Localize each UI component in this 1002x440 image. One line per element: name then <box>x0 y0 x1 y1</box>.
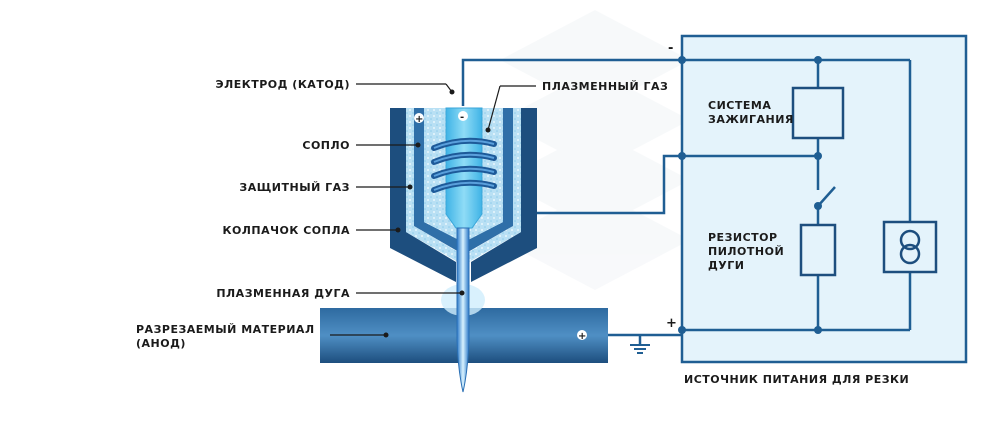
plasma-arc <box>456 227 470 393</box>
label-ignition-line2: ЗАЖИГАНИЯ <box>708 113 794 126</box>
ignition-system-box <box>791 86 845 140</box>
electrode-minus-sign: - <box>460 112 464 123</box>
label-shield-gas: ЗАЩИТНЫЙ ГАЗ <box>239 181 350 194</box>
workpiece-plus-sign: + <box>578 331 586 342</box>
label-power-source: ИСТОЧНИК ПИТАНИЯ ДЛЯ РЕЗКИ <box>684 373 909 386</box>
label-resistor-line1: РЕЗИСТОР <box>708 231 778 244</box>
background-watermark <box>500 10 690 290</box>
electrode-minus-badge <box>458 111 468 121</box>
label-plasma-gas: ПЛАЗМЕННЫЙ ГАЗ <box>542 80 668 93</box>
ground-symbol <box>630 344 650 354</box>
plasma-gas-coil-highlight <box>433 139 495 191</box>
circuit-wires <box>461 58 912 344</box>
switch-blade <box>817 186 836 207</box>
label-resistor-line2: ПИЛОТНОЙ <box>708 245 784 258</box>
nozzle-plus-sign: + <box>415 114 423 125</box>
label-workpiece-line2: (АНОД) <box>136 337 186 350</box>
label-electrode: ЭЛЕКТРОД (КАТОД) <box>216 78 350 91</box>
plus-terminal-sign: + <box>666 316 677 331</box>
pilot-arc-resistor-box <box>799 223 837 277</box>
label-plasma-arc: ПЛАЗМЕННАЯ ДУГА <box>216 287 350 300</box>
label-nozzle: СОПЛО <box>302 139 350 152</box>
nozzle-cap <box>390 108 537 282</box>
nozzle-plus-badge <box>414 113 424 123</box>
leader-dots <box>383 89 491 338</box>
workpiece-plus-badge <box>577 330 587 340</box>
minus-terminal-sign: - <box>668 41 673 56</box>
label-resistor-line3: ДУГИ <box>708 259 745 272</box>
leader-lines <box>330 83 536 336</box>
label-ignition-line1: СИСТЕМА <box>708 99 771 112</box>
label-nozzle-cap: КОЛПАЧОК СОПЛА <box>222 224 350 237</box>
nozzle <box>414 108 513 252</box>
current-source-symbol <box>882 220 938 274</box>
label-workpiece-line1: РАЗРЕЗАЕМЫЙ МАТЕРИАЛ <box>136 323 315 336</box>
